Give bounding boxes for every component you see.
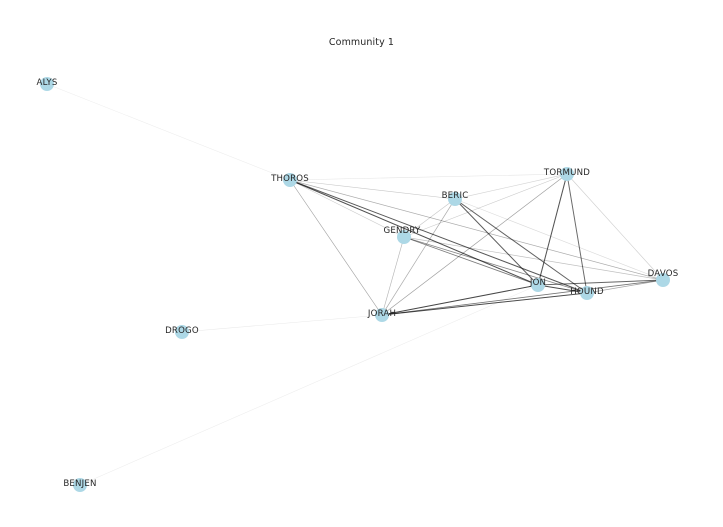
graph-edge xyxy=(454,173,568,200)
graph-edge xyxy=(289,179,664,281)
graph-edge xyxy=(381,173,568,316)
nodes-layer xyxy=(40,77,670,492)
graph-node-thoros[interactable] xyxy=(283,173,297,187)
graph-edge xyxy=(537,279,664,286)
graph-edge xyxy=(454,198,539,286)
graph-node-beric[interactable] xyxy=(448,192,462,206)
graph-edge xyxy=(403,236,588,294)
graph-edge xyxy=(289,179,383,316)
graph-edge xyxy=(454,198,664,281)
graph-edge xyxy=(79,284,539,486)
graph-edge xyxy=(289,179,383,316)
graph-node-jon[interactable] xyxy=(531,278,545,292)
graph-edge xyxy=(181,314,383,333)
graph-edge xyxy=(289,173,568,181)
graph-edge xyxy=(403,236,539,286)
graph-edge xyxy=(381,292,588,316)
graph-edge xyxy=(454,198,588,294)
graph-edge xyxy=(289,179,383,316)
graph-node-davos[interactable] xyxy=(656,273,670,287)
graph-edge xyxy=(289,179,456,200)
edges-layer xyxy=(46,83,664,486)
graph-edge xyxy=(289,179,588,294)
graph-edge xyxy=(566,173,664,281)
graph-node-gendry[interactable] xyxy=(397,230,411,244)
graph-edge xyxy=(381,236,405,316)
graph-edge xyxy=(403,173,568,238)
graph-node-tormund[interactable] xyxy=(560,167,574,181)
graph-edge xyxy=(381,292,588,316)
graph-edge xyxy=(289,179,405,238)
graph-edge xyxy=(403,236,539,286)
graph-edge xyxy=(381,198,456,316)
graph-node-jorah[interactable] xyxy=(375,308,389,322)
graph-node-hound[interactable] xyxy=(580,286,594,300)
graph-edge xyxy=(381,284,539,316)
graph-edge xyxy=(381,236,405,316)
graph-edge xyxy=(586,279,664,294)
graph-edge xyxy=(403,236,588,294)
graph-edge xyxy=(381,284,539,316)
graph-edge xyxy=(403,198,456,238)
graph-edge xyxy=(381,198,456,316)
graph-edge xyxy=(381,173,568,316)
graph-edge xyxy=(289,179,664,281)
graph-edge xyxy=(537,173,568,286)
graph-node-drogo[interactable] xyxy=(175,325,189,339)
graph-edge xyxy=(289,179,456,200)
graph-edge xyxy=(566,173,588,294)
graph-edge xyxy=(289,179,539,286)
graph-edge xyxy=(46,83,291,181)
graph-node-benjen[interactable] xyxy=(73,478,87,492)
page-title: Community 1 xyxy=(328,37,395,48)
graph-edge xyxy=(537,284,588,294)
graph-edge xyxy=(403,173,568,238)
graph-node-alys[interactable] xyxy=(40,77,54,91)
graph-edge xyxy=(403,236,664,281)
graph-edge xyxy=(381,279,664,316)
graph-edge xyxy=(381,279,664,316)
